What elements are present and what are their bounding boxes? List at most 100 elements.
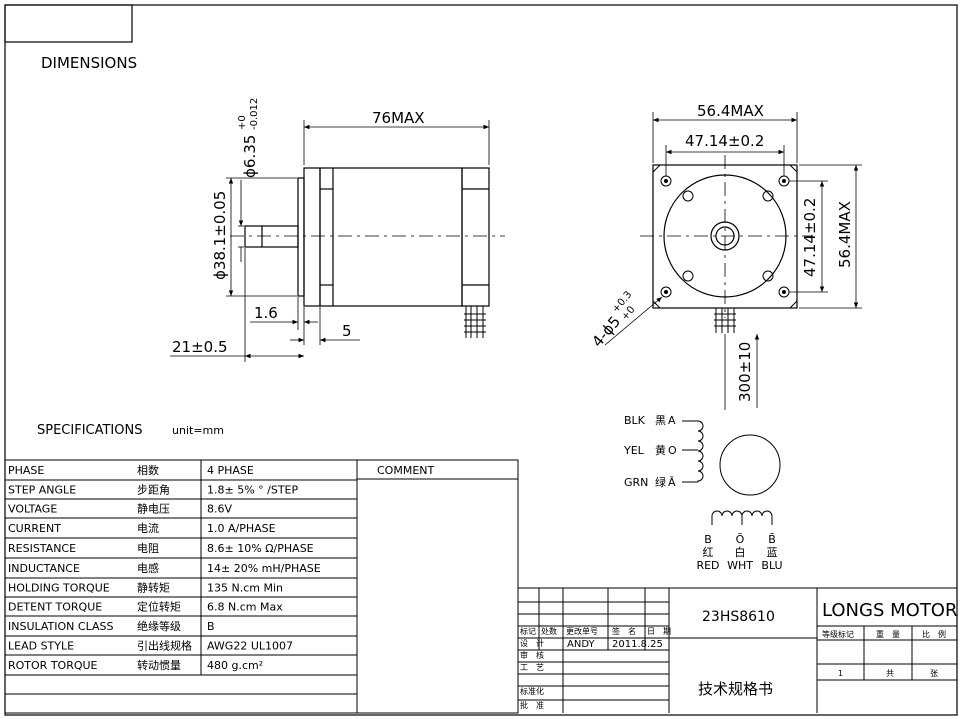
svg-text:GRN: GRN (624, 476, 648, 489)
spec-value: 8.6± 10% Ω/PHASE (207, 542, 314, 555)
spec-table-grid (4, 459, 519, 714)
spec-label-cn: 步距角 (137, 484, 170, 497)
sheet-border (4, 4, 958, 716)
dim-shaft-dia: ϕ6.35 (241, 135, 259, 178)
lead-wires-side (464, 306, 486, 338)
svg-text:Ā: Ā (668, 476, 676, 489)
spec-label-cn: 定位转矩 (137, 600, 181, 614)
spec-title: SPECIFICATIONS (37, 423, 142, 438)
svg-text:共: 共 (886, 669, 894, 678)
spec-value: B (207, 620, 215, 633)
wire-label-a-bar: GRN 绿 Ā (624, 475, 676, 489)
svg-text:标记: 标记 (520, 626, 536, 636)
svg-text:WHT: WHT (727, 559, 753, 572)
spec-label-cn: 转动惯量 (137, 658, 181, 672)
dim-boss-dia: ϕ38.1±0.05 (211, 191, 229, 280)
svg-text:黑: 黑 (655, 414, 666, 427)
spec-label-cn: 电流 (137, 521, 159, 535)
svg-text:黄: 黄 (655, 443, 666, 457)
spec-row: INSULATION CLASS 绝缘等级 B (8, 619, 215, 633)
dim-width-max: 56.4MAX (697, 102, 764, 120)
svg-text:重 量: 重 量 (876, 629, 900, 639)
spec-label: INDUCTANCE (8, 562, 80, 575)
lead-connector-front (714, 308, 736, 333)
wire-label-o: YEL 黄 O (623, 443, 677, 457)
svg-text:1: 1 (838, 669, 843, 678)
svg-text:B: B (704, 533, 712, 546)
wiring-diagram (682, 420, 781, 525)
spec-value: AWG22 UL1007 (207, 640, 293, 653)
svg-text:绿: 绿 (655, 475, 666, 489)
spec-label-cn: 绝缘等级 (137, 619, 181, 633)
designer-name: ANDY (567, 639, 595, 650)
spec-label-cn: 电感 (137, 562, 159, 575)
spec-row: RESISTANCE 电阻 8.6± 10% Ω/PHASE (8, 542, 314, 555)
spec-label: STEP ANGLE (8, 484, 76, 497)
spec-comment-header: COMMENT (377, 464, 434, 477)
spec-label-cn: 相数 (137, 464, 159, 477)
svg-text:BLU: BLU (761, 559, 782, 572)
spec-row: INDUCTANCE 电感 14± 20% mH/PHASE (8, 562, 321, 575)
spec-row: STEP ANGLE 步距角 1.8± 5% ° /STEP (8, 484, 299, 497)
dim-flange: 5 (342, 322, 352, 340)
model-number: 23HS8610 (702, 609, 775, 625)
spec-row: VOLTAGE 静电压 8.6V (8, 502, 232, 516)
spec-value: 1.0 A/PHASE (207, 522, 276, 535)
spec-value: 14± 20% mH/PHASE (207, 562, 321, 575)
spec-label-cn: 静电压 (137, 502, 170, 516)
dim-height-pitch: 47.14±0.2 (801, 198, 819, 277)
end-cap (461, 167, 490, 307)
svg-text:审 核: 审 核 (520, 650, 544, 660)
spec-value: 480 g.cm² (207, 659, 263, 672)
spec-value: 4 PHASE (207, 464, 254, 477)
spec-row: DETENT TORQUE 定位转矩 6.8 N.cm Max (8, 600, 283, 614)
spec-label: VOLTAGE (8, 503, 57, 516)
spec-value: 1.8± 5% ° /STEP (207, 484, 299, 497)
spec-label: PHASE (8, 464, 44, 477)
rotor-symbol (719, 434, 781, 496)
svg-text:更改单号: 更改单号 (566, 626, 598, 636)
side-view (170, 120, 505, 362)
spec-row: ROTOR TORQUE 转动惯量 480 g.cm² (8, 658, 263, 672)
spec-unit: unit=mm (172, 424, 224, 437)
wire-label-bottom: B 红 RED Ō 白 WHT B̄ 蓝 BLU (696, 533, 782, 572)
svg-text:RED: RED (696, 559, 719, 572)
svg-text:标准化: 标准化 (520, 686, 544, 696)
dim-shaft-tol-upper: +0 (237, 115, 248, 130)
spec-label: ROTOR TORQUE (8, 659, 98, 672)
spec-label-cn: 引出线规格 (137, 639, 192, 653)
dim-boss-height: 1.6 (254, 304, 278, 322)
svg-text:张: 张 (930, 669, 938, 678)
title-block-grid (517, 587, 957, 713)
corner-box (4, 4, 133, 43)
spec-value: 8.6V (207, 503, 232, 516)
dim-shaft-len: 21±0.5 (172, 338, 228, 356)
spec-label: RESISTANCE (8, 542, 76, 555)
spec-value: 6.8 N.cm Max (207, 601, 283, 614)
svg-text:Ō: Ō (736, 533, 745, 546)
svg-text:签 名: 签 名 (612, 626, 636, 636)
svg-text:等级标记: 等级标记 (822, 629, 854, 639)
doc-title: 技术规格书 (698, 680, 773, 698)
spec-label: DETENT TORQUE (8, 601, 102, 614)
design-date: 2011.8.25 (612, 639, 663, 650)
svg-text:O: O (668, 444, 677, 457)
svg-text:红: 红 (703, 546, 714, 559)
dimensions-title: DIMENSIONS (41, 54, 137, 72)
svg-text:蓝: 蓝 (767, 546, 778, 559)
dim-shaft-tol-lower: -0.012 (249, 98, 260, 130)
svg-text:BLK: BLK (624, 414, 646, 427)
svg-text:批 准: 批 准 (520, 700, 544, 710)
svg-text:B̄: B̄ (768, 533, 776, 546)
front-view (604, 112, 862, 410)
spec-label-cn: 静转矩 (137, 581, 170, 595)
motor-body (319, 167, 463, 307)
svg-text:设 计: 设 计 (520, 638, 544, 648)
spec-label-cn: 电阻 (137, 542, 159, 555)
spec-label: INSULATION CLASS (8, 620, 113, 633)
shaft (244, 225, 299, 248)
dim-height-max: 56.4MAX (836, 201, 854, 268)
